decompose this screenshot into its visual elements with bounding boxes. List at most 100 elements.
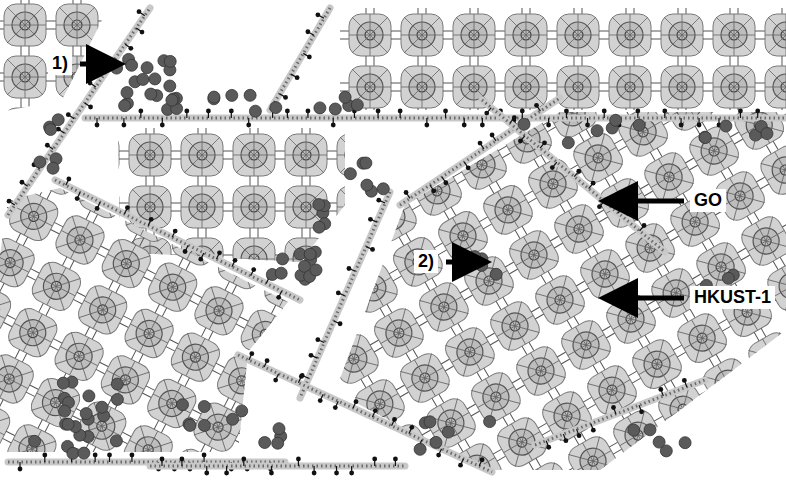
unit-core [1,134,11,144]
unit-linker [0,0,15,20]
unit-core [592,72,602,82]
unit-core [41,0,51,4]
hkust-1-unit [472,472,524,486]
unit-ring [272,480,298,486]
unit-cage [77,0,119,20]
unit-cage [349,0,391,4]
hkust-1-unit [0,30,25,82]
unit-linker [297,0,339,4]
unit-cage [56,472,98,486]
unit-bridge [0,125,4,160]
hkust-1-unit [0,134,25,186]
unit-linker [4,4,46,46]
unit-linker [141,0,183,4]
unit-cage [505,14,547,56]
unit-bridge [489,73,524,108]
unit-core [332,436,342,446]
unit-cage [77,446,119,486]
unit-linker [141,14,183,56]
unit-core [228,72,238,82]
unit-core [488,436,498,446]
hkust-1-unit [524,472,576,486]
unit-cage [765,482,786,486]
hkust-1-unit [193,0,245,14]
unit-linker [77,134,119,176]
unit-ring [168,480,194,486]
unit-linker [401,14,443,56]
unit-core [384,72,394,82]
unit-ring [428,12,454,38]
unit-linker [297,66,339,108]
unit-cage [557,0,599,4]
unit-ring [636,480,662,486]
unit-linker [557,0,599,4]
unit-linker [0,482,27,486]
hkust-1-unit [212,4,264,56]
unit-ring [33,454,59,480]
unit-ring [480,12,506,38]
unit-linker [609,482,651,486]
unit-ring [272,324,298,350]
unit-bridge [73,21,108,56]
hkust-1-unit [56,472,108,486]
hkust-1-unit [401,118,453,170]
hkust-1-unit [524,0,576,4]
unit-cage [524,56,566,98]
unit-ring [584,12,610,38]
unit-bridge [0,21,4,56]
unit-core [41,358,51,368]
hkust-1-unit [453,14,505,66]
unit-ring [12,116,38,142]
unit-bridge [678,0,713,14]
unit-cage [609,14,651,56]
unit-cage [453,0,495,4]
unit-core [209,82,219,92]
hkust-1-unit [765,0,786,14]
unit-cage [245,14,287,56]
hkust-1-unit [297,482,349,486]
hkust-1-unit [401,0,453,14]
hkust-1-unit [713,482,765,486]
unit-cage [56,4,98,46]
unit-linker [609,0,651,4]
unit-linker [713,0,755,4]
unit-bridge [21,73,56,108]
unit-cage [316,420,358,462]
unit-core [644,20,654,30]
unit-bridge [730,395,765,430]
unit-bridge [0,47,25,82]
hkust-1-unit [420,56,472,108]
unit-cage [453,14,495,56]
unit-linker [193,482,235,486]
unit-cage [316,56,358,98]
hkust-1-unit [524,56,576,108]
unit-cage [765,430,786,472]
unit-bridge [593,0,628,4]
hkust-1-unit [453,482,505,486]
unit-bridge [210,31,245,66]
unit-bridge [418,31,453,66]
unit-ring [220,12,246,38]
unit-core [93,98,103,108]
unit-cage [89,118,131,160]
unit-core [261,30,271,40]
unit-bridge [0,463,25,486]
unit-cage [264,4,306,46]
unit-core [261,342,271,352]
unit-bridge [782,447,786,482]
hkust-1-unit [765,66,786,118]
unit-bridge [626,31,661,66]
unit-bridge [210,0,245,14]
unit-core [280,332,290,342]
hkust-1-unit [0,82,25,134]
unit-bridge [626,447,661,482]
unit-linker [0,0,27,4]
unit-linker [765,326,786,368]
unit-core [488,72,498,82]
hkust-1-unit [557,66,609,118]
hkust-1-unit [77,0,129,30]
unit-linker [349,118,391,160]
unit-bridge [262,31,297,66]
unit-linker [245,482,287,486]
